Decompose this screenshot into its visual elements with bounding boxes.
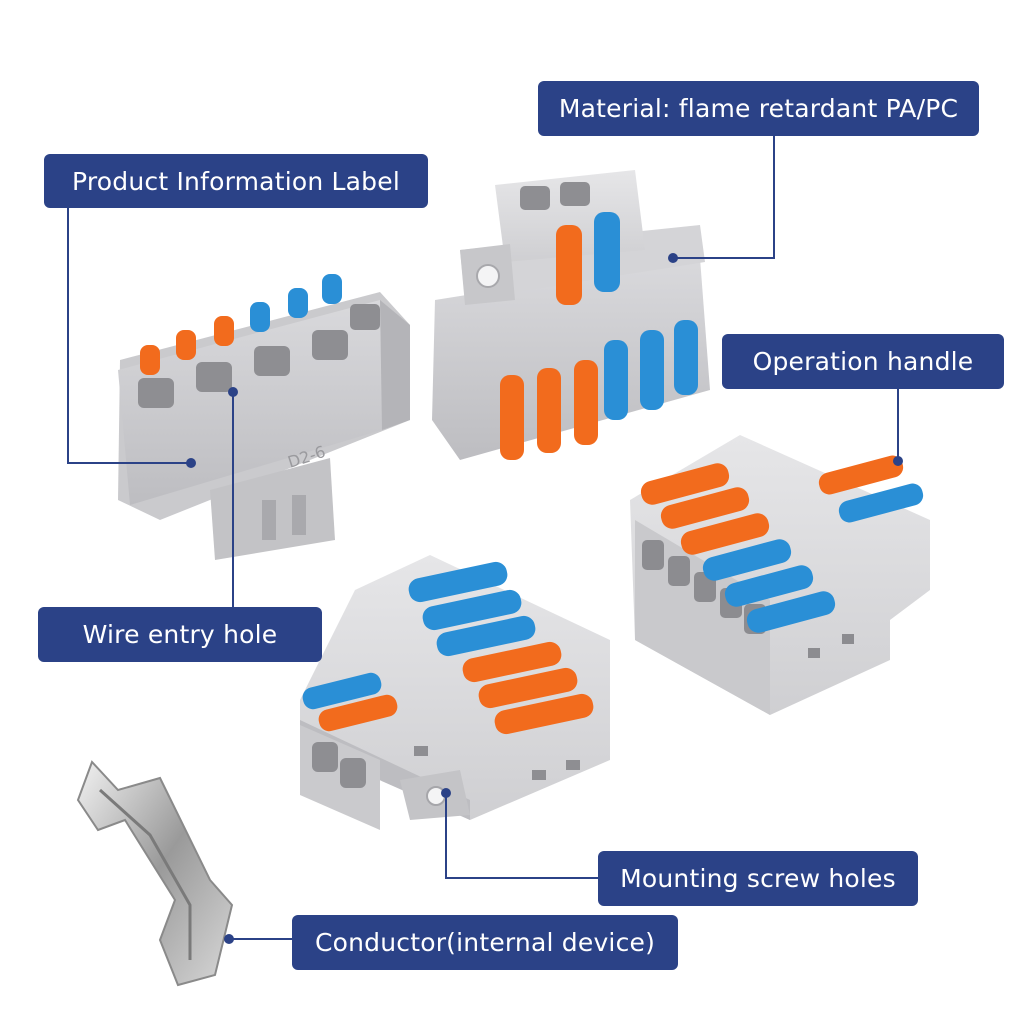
callout-operation-handle: Operation handle [722, 334, 1004, 389]
connector-bottom-view [300, 555, 610, 830]
connector-front-view: D2-6 [118, 274, 410, 560]
conductor-clip [76, 760, 234, 987]
connector-side-view [630, 435, 930, 715]
callout-conductor: Conductor(internal device) [292, 915, 678, 970]
callout-product-label: Product Information Label [44, 154, 428, 208]
leader-lines [67, 136, 899, 940]
callout-wire-entry: Wire entry hole [38, 607, 322, 662]
callout-mounting-holes: Mounting screw holes [598, 851, 918, 906]
lever-nubs [140, 274, 342, 375]
connector-top-view [432, 170, 710, 460]
callout-material: Material: flame retardant PA/PC [538, 81, 979, 136]
